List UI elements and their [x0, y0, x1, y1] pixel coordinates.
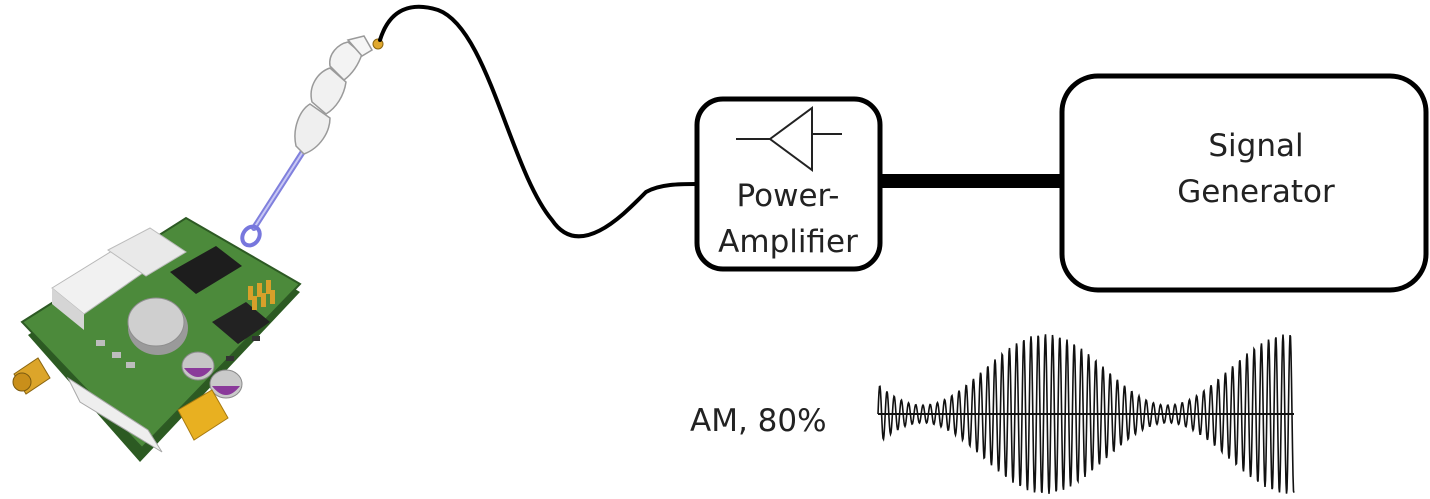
generator-label-line1: Signal [1208, 128, 1303, 164]
amplifier-triangle-icon [736, 106, 842, 172]
amplifier-generator-link [880, 174, 1062, 188]
pcb-board [12, 216, 302, 462]
probe-cable [378, 4, 698, 239]
generator-label-line2: Generator [1177, 174, 1335, 210]
field-probe [240, 35, 384, 248]
am-waveform [877, 334, 1295, 494]
amplifier-label-line2: Amplifier [718, 224, 858, 260]
amplifier-label-line1: Power- [737, 178, 840, 214]
power-amplifier-box: Power- Amplifier [694, 96, 883, 272]
modulation-label: AM, 80% [690, 403, 827, 439]
signal-generator-box: Signal Generator [1059, 73, 1429, 293]
